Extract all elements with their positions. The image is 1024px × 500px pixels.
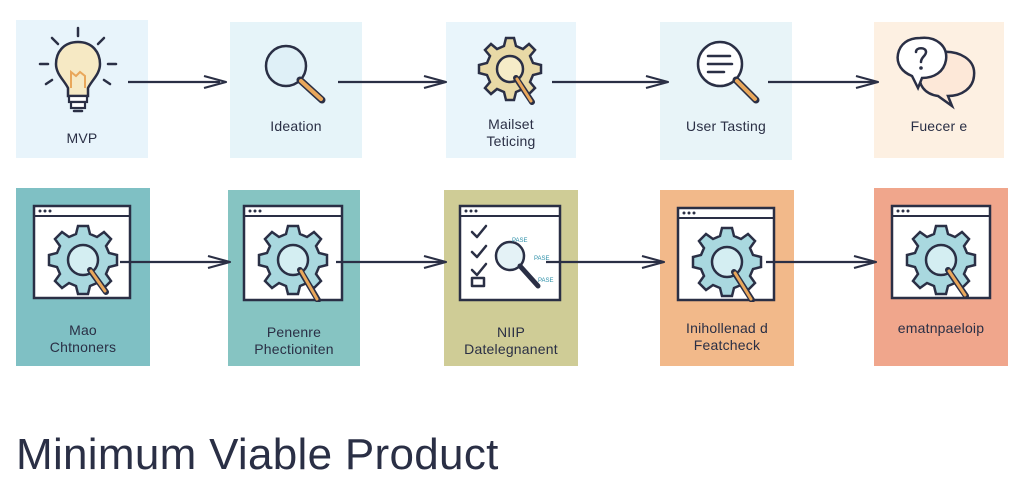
- window-gear-icon: [242, 204, 344, 302]
- page-title: Minimum Viable Product: [16, 430, 499, 479]
- step-label: NIIP Datelegnanent: [464, 324, 558, 357]
- arrow-right-icon: [552, 74, 670, 90]
- checklist-side-label: PASE: [534, 256, 550, 262]
- window-gear-icon: [676, 206, 776, 302]
- step-label: ematnpaeloip: [897, 320, 985, 336]
- window-gear-icon: [32, 204, 132, 300]
- bottom-step-2: Penenre Phectioniten: [228, 190, 360, 366]
- lightbulb-icon: [38, 26, 118, 113]
- step-label: Fuecer e: [910, 118, 968, 134]
- step-label: Inihollenad d Featcheck: [686, 320, 768, 353]
- mvp-diagram: MVP Ideation Mailset Teticing: [16, 20, 1008, 366]
- document-magnifier-icon: [696, 40, 760, 104]
- arrow-right-icon: [120, 254, 232, 270]
- magnifier-icon: [264, 44, 326, 104]
- checklist-side-label: PASE: [512, 238, 528, 244]
- step-label: Mao Chtnoners: [49, 322, 117, 355]
- bottom-step-4: Inihollenad d Featcheck: [660, 190, 794, 366]
- arrow-right-icon: [128, 74, 228, 90]
- step-label: Penenre Phectioniten: [254, 324, 334, 357]
- arrow-right-icon: [336, 254, 448, 270]
- step-label: User Tasting: [686, 118, 766, 134]
- chat-bubbles-icon: [896, 36, 976, 110]
- step-label: Ideation: [270, 118, 322, 134]
- arrow-right-icon: [766, 254, 878, 270]
- arrow-right-icon: [338, 74, 448, 90]
- step-label: Mailset Teticing: [486, 116, 536, 149]
- bottom-step-3: PASE PASE PASE NIIP Datelegnanent: [444, 190, 578, 366]
- window-gear-icon: [890, 204, 992, 300]
- bottom-step-5: ematnpaeloip: [874, 188, 1008, 366]
- top-step-1: MVP: [16, 20, 148, 158]
- arrow-right-icon: [546, 254, 666, 270]
- window-checklist-icon: [458, 204, 562, 302]
- checklist-side-label: PASE: [538, 278, 554, 284]
- top-step-5: Fuecer e: [874, 22, 1004, 158]
- top-step-2: Ideation: [230, 22, 362, 158]
- bottom-step-1: Mao Chtnoners: [16, 188, 150, 366]
- step-label: MVP: [66, 130, 98, 146]
- arrow-right-icon: [768, 74, 880, 90]
- top-step-4: User Tasting: [660, 22, 792, 160]
- gear-magnifier-icon: [477, 36, 543, 105]
- top-step-3: Mailset Teticing: [446, 22, 576, 158]
